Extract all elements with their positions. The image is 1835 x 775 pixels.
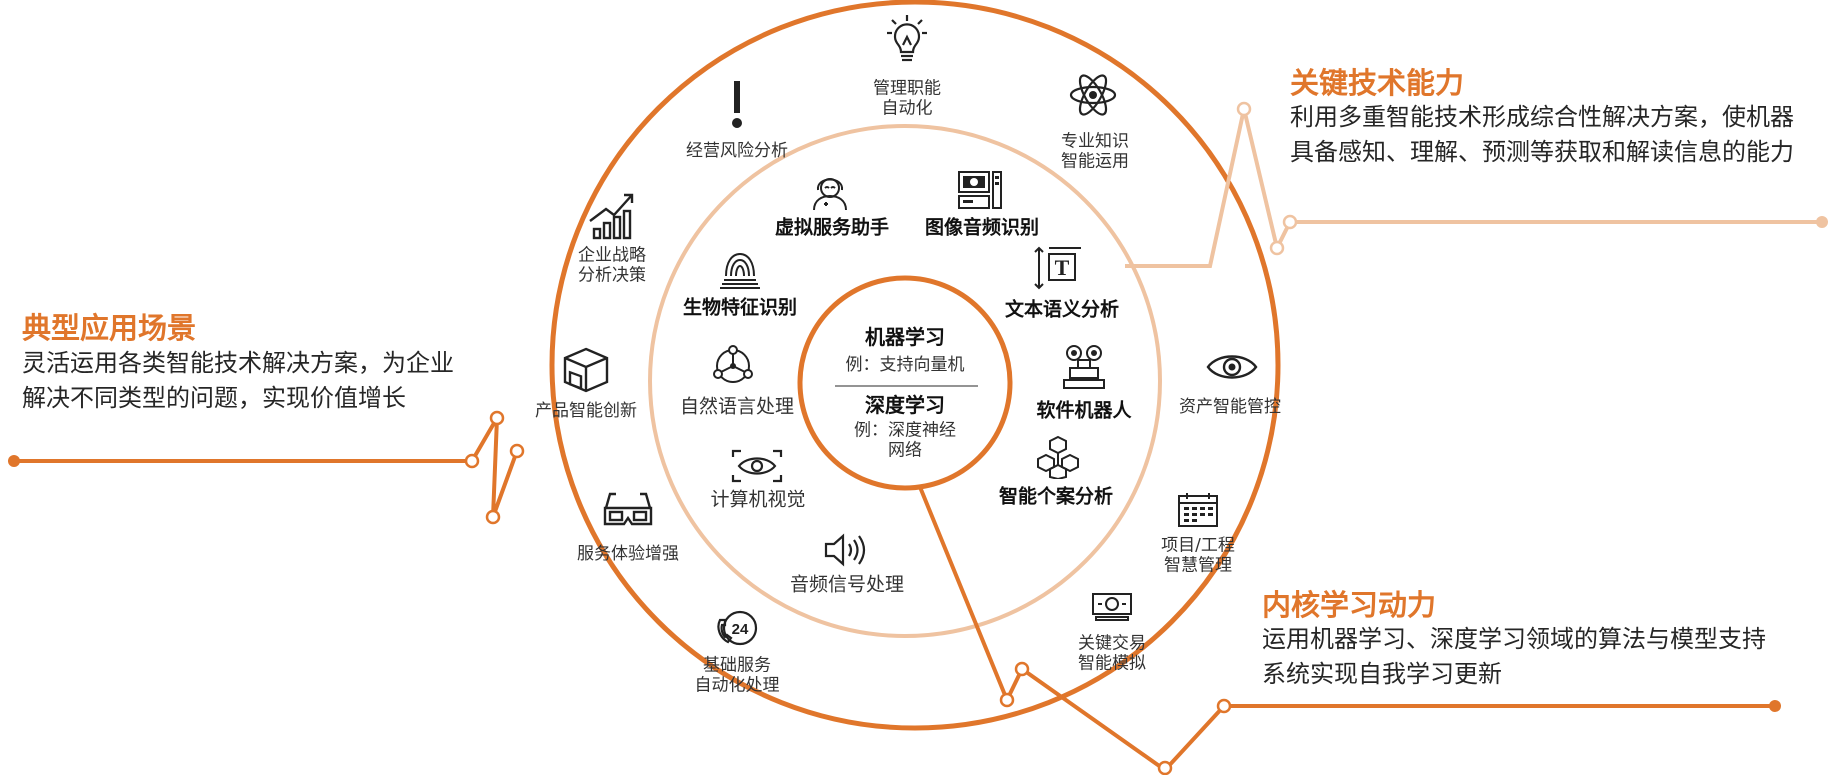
middle-ring [648, 124, 1162, 638]
outer-label-mgmt-automation: 管理职能 自动化 [873, 78, 941, 119]
mid-label-computer-vision: 计算机视觉 [710, 488, 806, 511]
core-engine-connector [918, 486, 1775, 773]
outer-label-product-innovation: 产品智能创新 [535, 400, 637, 421]
outer-label-basic-service: 基础服务 自动化处理 [694, 655, 780, 696]
media-player-icon [957, 169, 1003, 211]
speaker-icon [823, 532, 869, 568]
outer-label-asset-control: 资产智能管控 [1179, 396, 1281, 417]
core-engine-dot-4 [1216, 698, 1232, 714]
scenarios-dot-2 [489, 410, 505, 426]
scenarios-dot-1 [464, 453, 480, 469]
scenarios-desc: 灵活运用各类智能技术解决方案，为企业解决不同类型的问题，实现价值增长 [22, 349, 454, 412]
outer-label-risk: 经营风险分析 [686, 140, 788, 161]
vision-icon [731, 449, 783, 483]
outer-label-strategy: 企业战略 分析决策 [578, 245, 646, 286]
outer-label-knowledge: 专业知识 智能运用 [1061, 131, 1129, 172]
outer-label-project-mgmt: 项目/工程 智慧管理 [1161, 535, 1235, 576]
core-engine-dot-end [1769, 700, 1781, 712]
capabilities-dot-3 [1282, 214, 1298, 230]
mid-label-audio-signal: 音频信号处理 [789, 573, 905, 596]
mid-label-case-analysis: 智能个案分析 [998, 485, 1114, 508]
assistant-icon [808, 168, 852, 212]
lightbulb-icon [881, 13, 933, 67]
fingerprint-icon [718, 246, 762, 290]
eye-icon [1205, 350, 1259, 384]
capabilities-title: 关键技术能力 [1290, 66, 1465, 100]
core-dl-title: 深度学习 [865, 393, 945, 417]
24h-service-icon: 24 [714, 608, 760, 648]
outer-label-service-experience: 服务体验增强 [577, 543, 679, 564]
mid-label-biometrics: 生物特征识别 [682, 296, 798, 319]
calendar-icon [1177, 492, 1219, 528]
core-circle [797, 275, 1013, 491]
core-engine-dot-1 [999, 692, 1015, 708]
box-icon [561, 346, 611, 394]
core-dl-example: 例：深度神经 网络 [854, 420, 956, 461]
outer-ring [549, 0, 1281, 731]
capabilities-connector [1125, 108, 1822, 268]
exclamation-icon [729, 79, 745, 129]
svg-text:T: T [1055, 255, 1070, 280]
svg-text:24: 24 [732, 621, 749, 638]
3d-glasses-icon [602, 490, 654, 530]
mid-label-software-robot: 软件机器人 [1036, 399, 1132, 422]
scenarios-dot-3 [485, 509, 501, 525]
scenarios-dot-end [8, 455, 20, 467]
capabilities-dot-end [1816, 216, 1828, 228]
core-engine-title: 内核学习动力 [1262, 588, 1437, 622]
scenarios-dot-4 [509, 443, 525, 459]
mid-label-text-semantics: 文本语义分析 [1004, 298, 1120, 321]
robot-icon [1062, 344, 1106, 390]
scenarios-connector [14, 416, 519, 518]
atom-icon [1068, 70, 1118, 120]
text-analysis-icon: T [1033, 246, 1083, 290]
outer-label-trade-sim: 关键交易 智能模拟 [1078, 633, 1146, 674]
core-engine-desc: 运用机器学习、深度学习领域的算法与模型支持系统实现自我学习更新 [1262, 625, 1766, 688]
core-engine-dot-2 [1014, 661, 1030, 677]
core-engine-dot-3 [1157, 760, 1173, 775]
mid-label-virtual-assistant: 虚拟服务助手 [774, 216, 890, 239]
scenarios-title: 典型应用场景 [22, 311, 197, 345]
network-icon [709, 344, 757, 388]
money-icon [1091, 591, 1133, 623]
core-ml-example: 例：支持向量机 [845, 354, 965, 375]
capabilities-desc: 利用多重智能技术形成综合性解决方案，使机器具备感知、理解、预测等获取和解读信息的… [1290, 103, 1794, 166]
mid-label-nlp: 自然语言处理 [679, 395, 795, 418]
growth-chart-icon [586, 189, 638, 241]
cubes-icon [1034, 435, 1082, 479]
capabilities-dot-2 [1269, 240, 1285, 256]
capabilities-dot-1 [1236, 101, 1252, 117]
core-ml-title: 机器学习 [865, 325, 945, 349]
mid-label-image-audio-recognition: 图像音频识别 [924, 216, 1040, 239]
